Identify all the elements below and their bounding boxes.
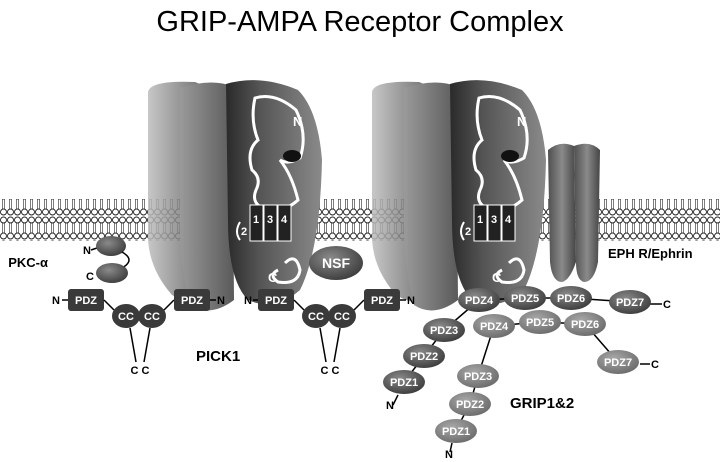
receptor-c-label: C [268,270,278,285]
receptor-n-label: N [293,114,302,129]
pick1-pdz-label: PDZ [265,295,287,307]
pick1-n-label: N [217,295,225,307]
grip-pdz5-lower [519,310,561,334]
ampa-receptor-left: N 2 1 3 4 C [148,80,322,311]
eph-receptor [548,143,600,282]
nsf-label: NSF [322,255,350,271]
grip-pdz-label: PDZ3 [430,325,458,337]
pick1-n-label: N [407,295,415,307]
pick1-cc-domain [138,304,166,328]
receptor-segment-2: 2 [465,226,471,238]
grip-pdz2-lower [449,392,491,416]
receptor-n-label: N [517,114,526,129]
grip-chain-lower: PDZ4 PDZ5 PDZ6 PDZ7 C PDZ3 PDZ2 PDZ1 N [435,310,659,461]
grip-c-label: C [651,359,659,371]
pick1-pdz-domain [68,289,104,311]
grip-pdz-label: PDZ6 [571,319,599,331]
grip-pdz1-lower [435,419,477,443]
pkc-n-label: N [83,245,91,257]
receptor-segment-1: 1 [253,214,259,226]
receptor-c-label: C [492,270,502,285]
grip-pdz7-lower [597,350,639,374]
pick1-cc-domain [302,304,330,328]
pick1-n-label: N [52,295,60,307]
membrane-bilayer [0,199,720,241]
grip-pdz-label: PDZ7 [604,357,632,369]
pick1-cc-label: CC [144,311,160,323]
pick1-pdz-label: PDZ [181,295,203,307]
grip-pdz6-lower [564,312,606,336]
receptor-segment-1: 1 [477,214,483,226]
grip-pdz3-upper [423,318,465,342]
pick1-c-tails: C C [321,365,340,377]
pick1-label: PICK1 [196,348,240,365]
pick1-dimer-middle: N PDZ CC CC PDZ N C C [244,289,415,377]
receptor-segment-4: 4 [505,214,512,226]
grip-pdz-label: PDZ1 [390,377,418,389]
grip-pdz-label: PDZ5 [511,293,539,305]
pick1-cc-domain [112,304,140,328]
receptor-segment-3: 3 [267,214,273,226]
pick1-cc-label: CC [308,311,324,323]
grip-pdz3-lower [457,364,499,388]
ampa-receptor-right: N 2 1 3 4 C [372,80,546,311]
grip-pdz1-upper [383,370,425,394]
grip-label: GRIP1&2 [510,395,574,412]
pick1-dimer-left: N PDZ CC CC PDZ N C C [52,289,225,377]
pkc-domain-bottom [96,263,128,283]
pick1-pdz-label: PDZ [371,295,393,307]
pkc-domain-top [96,236,126,256]
pkc-label: PKC-α [8,255,48,270]
grip-pdz-label: PDZ2 [410,351,438,363]
receptor-segment-3: 3 [491,214,497,226]
grip-pdz7-upper [609,290,651,314]
grip-c-label: C [663,299,671,311]
grip-pdz5-upper [504,286,546,310]
pick1-c-tails: C C [131,365,150,377]
grip-pdz-label: PDZ6 [557,293,585,305]
grip-pdz4-lower [473,314,515,338]
grip-pdz6-upper [550,286,592,310]
nsf-protein [309,246,363,280]
grip-pdz-label: PDZ4 [465,295,494,307]
grip-pdz-label: PDZ1 [442,426,470,438]
grip-chain-upper: PDZ4 PDZ5 PDZ6 PDZ7 C PDZ3 PDZ2 PDZ1 N [383,286,671,412]
pick1-cc-domain [328,304,356,328]
pick1-pdz-domain [364,289,400,311]
page-title: GRIP-AMPA Receptor Complex [156,6,564,38]
pick1-pdz-domain [174,289,210,311]
pick1-pdz-label: PDZ [75,295,97,307]
grip-pdz-label: PDZ2 [456,399,484,411]
pick1-pdz-domain [258,289,294,311]
grip-pdz2-upper [403,344,445,368]
grip-pdz-label: PDZ7 [616,297,644,309]
grip-pdz4-upper [458,288,500,312]
receptor-segment-2: 2 [241,226,247,238]
grip-pdz-label: PDZ4 [480,321,509,333]
pick1-cc-label: CC [334,311,350,323]
grip-n-label: N [386,400,394,412]
pkc-c-label: C [86,271,94,283]
eph-label: EPH R/Ephrin [608,246,693,261]
grip-n-label: N [445,449,453,461]
grip-pdz-label: PDZ3 [464,371,492,383]
grip-pdz-label: PDZ5 [526,317,554,329]
pick1-n-label: N [244,295,252,307]
pick1-cc-label: CC [118,311,134,323]
receptor-segment-4: 4 [281,214,288,226]
